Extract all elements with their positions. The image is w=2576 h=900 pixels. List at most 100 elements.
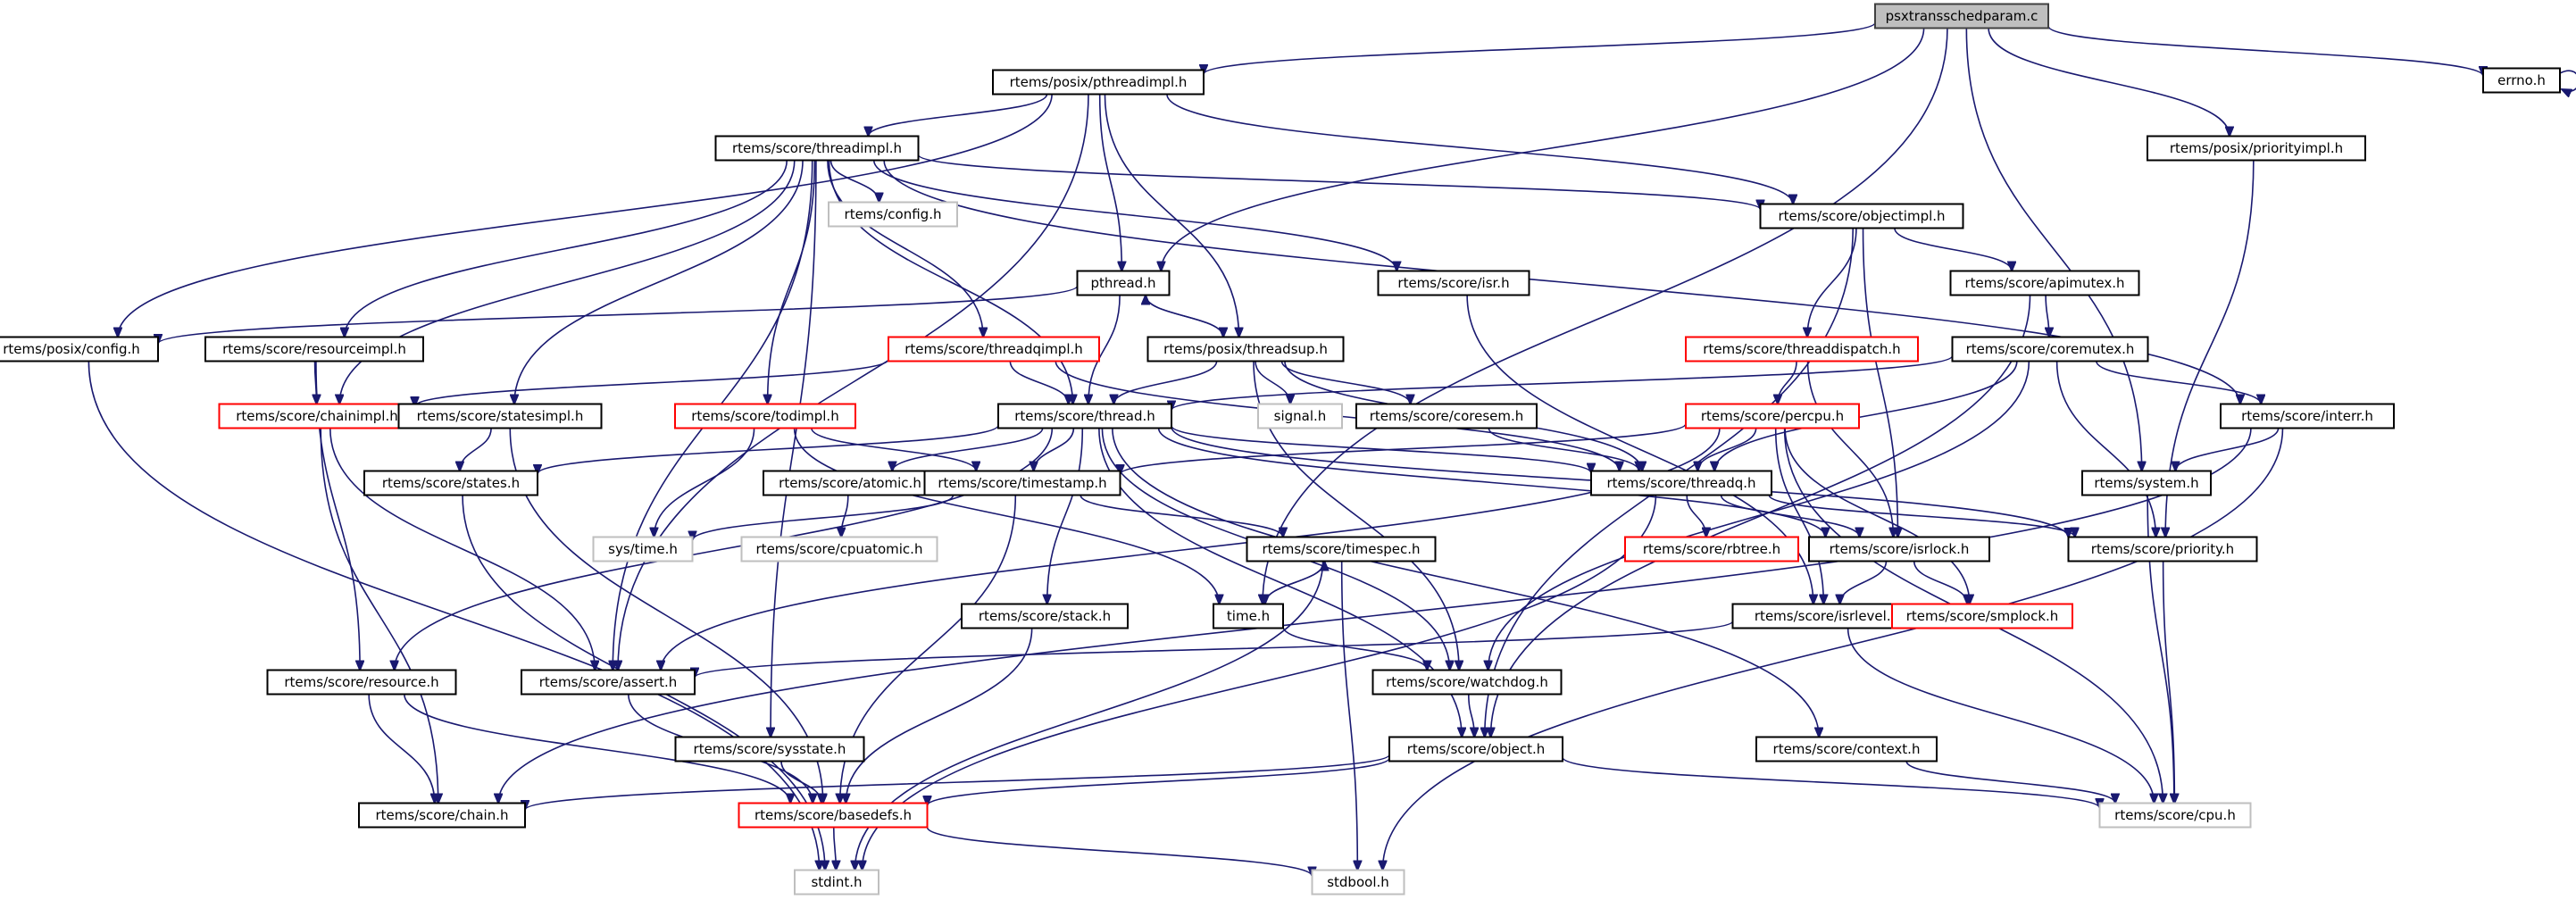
- node-stdint[interactable]: stdint.h: [794, 869, 880, 896]
- node-isrlock[interactable]: rtems/score/isrlock.h: [1808, 536, 1990, 562]
- node-box: [674, 403, 856, 429]
- node-label: rtems/score/watchdog.h: [1386, 674, 1548, 690]
- node-box: [1076, 270, 1171, 296]
- node-watchdog[interactable]: rtems/score/watchdog.h: [1371, 669, 1563, 696]
- edge-isrlevel-to-assert: [695, 621, 1734, 678]
- node-box: [1624, 536, 1799, 562]
- node-timespec[interactable]: rtems/score/timespec.h: [1246, 536, 1437, 562]
- edge-threadqimpl-to-thread: [1009, 361, 1068, 404]
- node-basedefs[interactable]: rtems/score/basedefs.h: [738, 802, 929, 829]
- node-interr[interactable]: rtems/score/interr.h: [2220, 403, 2395, 429]
- edge-thread-to-resource: [395, 428, 1054, 671]
- node-smplock[interactable]: rtems/score/smplock.h: [1891, 603, 2073, 629]
- node-percpu[interactable]: rtems/score/percpu.h: [1685, 403, 1860, 429]
- node-rbtree[interactable]: rtems/score/rbtree.h: [1624, 536, 1799, 562]
- node-threadimpl[interactable]: rtems/score/threadimpl.h: [714, 135, 920, 162]
- node-states[interactable]: rtems/score/states.h: [363, 470, 538, 496]
- node-coremutex[interactable]: rtems/score/coremutex.h: [1951, 336, 2149, 362]
- node-label: rtems/score/percpu.h: [1701, 408, 1844, 424]
- node-box: [204, 336, 424, 362]
- node-priorityimpl[interactable]: rtems/posix/priorityimpl.h: [2147, 135, 2366, 162]
- node-label: rtems/score/stack.h: [979, 608, 1111, 624]
- node-chainimpl[interactable]: rtems/score/chainimpl.h: [218, 403, 416, 429]
- node-timestamp[interactable]: rtems/score/timestamp.h: [923, 470, 1121, 496]
- edge-interr-to-chain: [498, 428, 2252, 804]
- edge-todimpl-to-systime: [654, 428, 755, 538]
- node-cpuatomic[interactable]: rtems/score/cpuatomic.h: [740, 536, 938, 562]
- edge-thread-to-timestamp: [1034, 428, 1075, 471]
- edge-context-to-cpu: [1905, 761, 2115, 804]
- node-label: rtems/posix/config.h: [3, 341, 140, 357]
- node-box: [888, 336, 1100, 362]
- node-label: rtems/score/atomic.h: [779, 475, 921, 491]
- node-isrlevel[interactable]: rtems/score/isrlevel.h: [1731, 603, 1922, 629]
- nodes-layer: psxtransschedparam.c errno.h rtems/posix/p…: [0, 3, 2561, 896]
- node-todimpl[interactable]: rtems/score/todimpl.h: [674, 403, 856, 429]
- node-context[interactable]: rtems/score/context.h: [1755, 736, 1938, 762]
- node-label: rtems/score/isr.h: [1397, 275, 1509, 291]
- edge-percpu-to-threadq: [1697, 428, 1757, 471]
- node-box: [2482, 67, 2561, 94]
- edge-apimutex-to-object: [1490, 295, 2031, 738]
- node-label: rtems/score/chainimpl.h: [236, 408, 397, 424]
- edge-interr-to-stdbool: [1382, 428, 2284, 871]
- edge-threadimpl-to-threadqimpl: [827, 160, 983, 338]
- edge-pthreadimpl-to-pthread: [1098, 94, 1122, 271]
- node-rconfig[interactable]: rtems/config.h: [828, 201, 958, 228]
- node-sysstate[interactable]: rtems/score/sysstate.h: [674, 736, 865, 762]
- node-thread[interactable]: rtems/score/thread.h: [997, 403, 1172, 429]
- node-object[interactable]: rtems/score/object.h: [1388, 736, 1563, 762]
- node-time[interactable]: time.h: [1213, 603, 1284, 629]
- edge-thread-to-states: [538, 424, 999, 474]
- node-coresem[interactable]: rtems/score/coresem.h: [1355, 403, 1538, 429]
- edge-objectimpl-to-isrlock: [1862, 228, 1898, 538]
- edge-threaddispatch-to-percpu: [1778, 361, 1797, 404]
- node-threadq[interactable]: rtems/score/threadq.h: [1590, 470, 1772, 496]
- node-box: [358, 802, 526, 829]
- node-pconfig[interactable]: rtems/posix/config.h: [0, 336, 159, 362]
- edge-root-to-time: [1263, 28, 1948, 604]
- node-label: rtems/score/threadimpl.h: [732, 140, 902, 156]
- node-atomic[interactable]: rtems/score/atomic.h: [763, 470, 938, 496]
- node-root[interactable]: psxtransschedparam.c: [1874, 3, 2049, 29]
- node-system[interactable]: rtems/system.h: [2081, 470, 2212, 496]
- edge-object-to-chain: [525, 754, 1390, 810]
- node-box: [1590, 470, 1772, 496]
- node-label: rtems/score/coremutex.h: [1966, 341, 2135, 357]
- node-resource[interactable]: rtems/score/resource.h: [266, 669, 457, 696]
- node-assert[interactable]: rtems/score/assert.h: [521, 669, 696, 696]
- node-label: rtems/posix/threadsup.h: [1163, 341, 1328, 357]
- node-pthreadimpl[interactable]: rtems/posix/pthreadimpl.h: [992, 69, 1205, 96]
- edge-pthreadimpl-to-objectimpl: [1166, 94, 1793, 204]
- edge-basedefs-to-stdint: [834, 827, 837, 871]
- node-stdbool[interactable]: stdbool.h: [1311, 869, 1405, 896]
- node-isr[interactable]: rtems/score/isr.h: [1377, 270, 1530, 296]
- node-chain[interactable]: rtems/score/chain.h: [358, 802, 526, 829]
- edge-basedefs-to-stdbool: [926, 827, 1313, 876]
- edge-pthreadimpl-to-pconfig: [118, 94, 1053, 338]
- node-statesimpl[interactable]: rtems/score/statesimpl.h: [397, 403, 603, 429]
- node-signal[interactable]: signal.h: [1257, 403, 1343, 429]
- node-label: psxtransschedparam.c: [1886, 8, 2038, 24]
- node-label: rtems/system.h: [2094, 475, 2198, 491]
- node-label: rtems/posix/priorityimpl.h: [2170, 140, 2343, 156]
- node-systime[interactable]: sys/time.h: [592, 536, 694, 562]
- node-box: [1874, 3, 2049, 29]
- edge-thread-to-stack: [1047, 428, 1084, 604]
- edge-threadimpl-to-resourceimpl: [345, 160, 788, 338]
- node-threadsup[interactable]: rtems/posix/threadsup.h: [1146, 336, 1345, 362]
- node-pthread[interactable]: pthread.h: [1076, 270, 1171, 296]
- node-threadqimpl[interactable]: rtems/score/threadqimpl.h: [888, 336, 1100, 362]
- node-apimutex[interactable]: rtems/score/apimutex.h: [1949, 270, 2140, 296]
- node-objectimpl[interactable]: rtems/score/objectimpl.h: [1759, 203, 1964, 229]
- node-errno[interactable]: errno.h: [2482, 67, 2561, 94]
- node-resourceimpl[interactable]: rtems/score/resourceimpl.h: [204, 336, 424, 362]
- node-threaddispatch[interactable]: rtems/score/threaddispatch.h: [1685, 336, 1919, 362]
- node-priority[interactable]: rtems/score/priority.h: [2067, 536, 2258, 562]
- node-stack[interactable]: rtems/score/stack.h: [961, 603, 1129, 629]
- node-label: rtems/score/resource.h: [284, 674, 438, 690]
- edge-root-to-pthreadimpl: [1204, 21, 1876, 74]
- node-box: [1949, 270, 2140, 296]
- node-cpu[interactable]: rtems/score/cpu.h: [2098, 802, 2252, 829]
- node-label: rtems/score/thread.h: [1014, 408, 1155, 424]
